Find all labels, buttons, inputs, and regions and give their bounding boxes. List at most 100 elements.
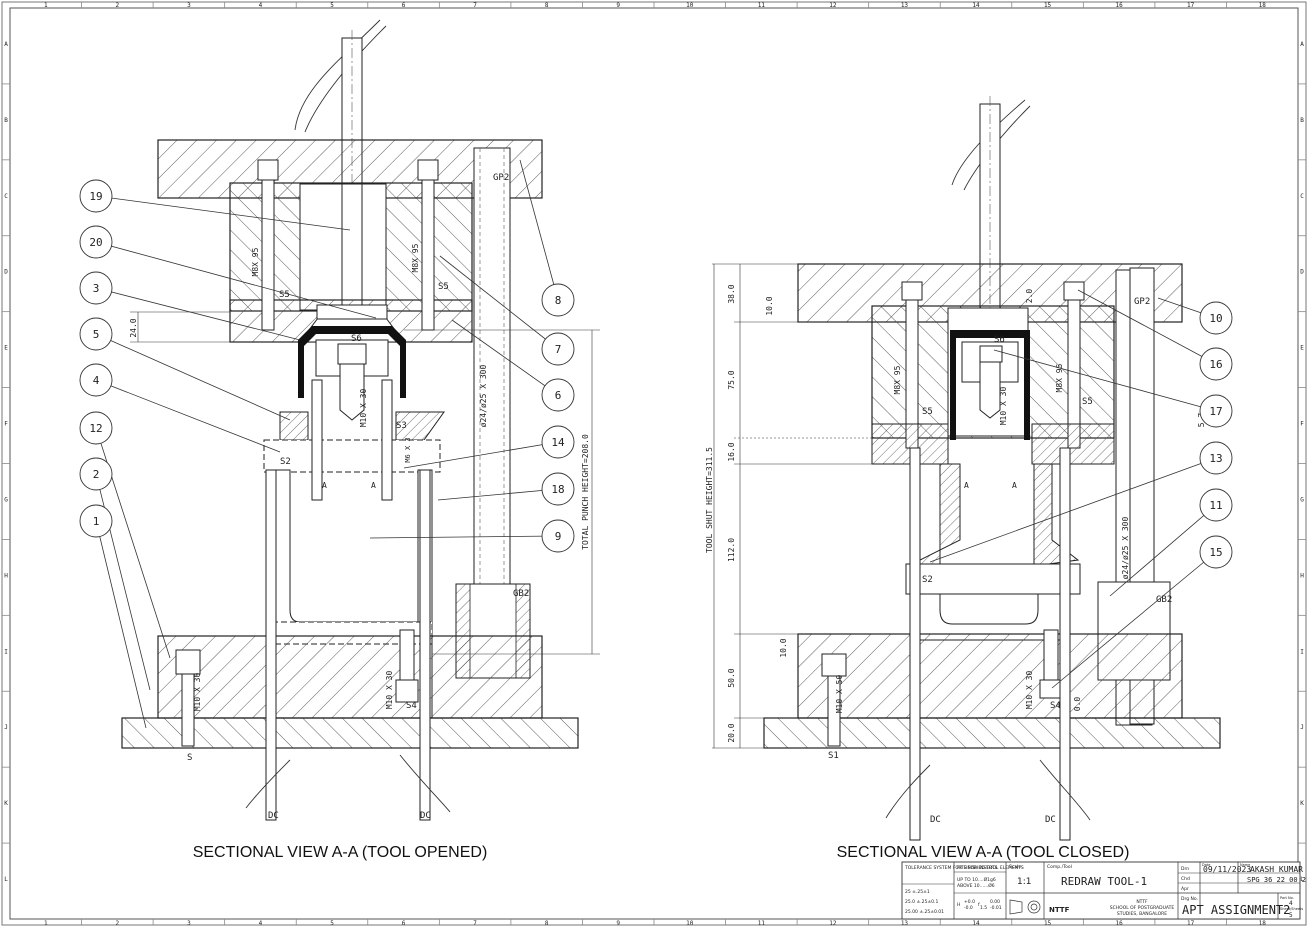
frame-column-label: 3 xyxy=(187,920,191,927)
item-balloon: 3 xyxy=(79,271,301,341)
apr-label: Apr xyxy=(1181,886,1189,892)
frame-row-label: D xyxy=(4,269,8,276)
section-a-label: A xyxy=(964,481,969,490)
frame-row-label: I xyxy=(4,648,8,655)
item-balloon-number: 9 xyxy=(555,530,562,543)
dimension-value: 10.0 xyxy=(779,638,788,657)
item-balloon-number: 18 xyxy=(551,483,564,496)
item-balloon: 10 xyxy=(1157,297,1233,335)
frame-column-label: 11 xyxy=(758,2,766,9)
s2-label: S2 xyxy=(280,457,291,467)
tool-shut-height-label: TOOL SHUT HEIGHT=311.5 xyxy=(705,447,714,553)
frame-column-label: 7 xyxy=(473,2,477,9)
item-balloon: 16 xyxy=(1077,289,1233,381)
item-balloon: 20 xyxy=(79,225,377,319)
dimension-value: 10.0 xyxy=(765,296,774,315)
fits-table-cell: f xyxy=(978,902,980,908)
item-balloon-number: 19 xyxy=(89,190,102,203)
projection-symbol-icon xyxy=(1009,899,1041,915)
tolerance-row: 25.0 ±.25±0.1 xyxy=(905,899,938,905)
right-view: TOOL SHUT HEIGHT=311.5 38.010.075.016.01… xyxy=(705,96,1233,861)
fits-title: FITS FOR INSERTS xyxy=(957,865,998,871)
item-balloon-number: 8 xyxy=(555,294,562,307)
frame-column-label: 13 xyxy=(901,920,909,927)
fits-row: ABOVE 10......Ø6 xyxy=(957,882,995,889)
screw-spec-label: M10 X 30 xyxy=(385,671,394,710)
part-no-label: Part No. xyxy=(1280,896,1294,900)
frame-row-label: L xyxy=(4,876,8,883)
frame-column-label: 6 xyxy=(402,2,406,9)
frame-column-label: 10 xyxy=(686,2,694,9)
frame-column-label: 8 xyxy=(545,920,549,927)
gp2-label: GP2 xyxy=(493,173,509,183)
right-view-caption: SECTIONAL VIEW A-A (TOOL CLOSED) xyxy=(837,844,1130,861)
section-a-label: A xyxy=(1012,481,1017,490)
frame-column-label: 15 xyxy=(1044,2,1052,9)
item-balloon-number: 6 xyxy=(555,389,562,402)
total-punch-height-label: TOTAL PUNCH HEIGHT=208.0 xyxy=(581,434,590,550)
dc-label: DC xyxy=(930,815,941,825)
part-no-value: 4 xyxy=(1289,900,1293,907)
dc-label: DC xyxy=(420,811,431,821)
fits-row: UP TO 10....Ø1g6 xyxy=(957,876,996,883)
s6-label: S6 xyxy=(351,334,362,344)
frame-row-label: E xyxy=(4,345,8,352)
fits-table-cell: 0.00 xyxy=(990,899,1000,905)
dimension-value: 112.0 xyxy=(727,538,736,562)
frame-column-label: 17 xyxy=(1187,2,1195,9)
item-balloon-number: 10 xyxy=(1209,312,1222,325)
s2-label: S2 xyxy=(922,575,933,585)
screw-spec-label: M10 X 30 xyxy=(1025,671,1034,710)
gb2-label: GB2 xyxy=(1156,595,1172,605)
section-a-label: A xyxy=(322,481,327,490)
frame-row-label: I xyxy=(1300,648,1304,655)
tolerance-row: 25 ±.25±1 xyxy=(905,889,930,895)
frame-column-label: 6 xyxy=(402,920,406,927)
screw-spec-label: M10 X 30 xyxy=(999,387,1008,426)
screw-spec-label: M10 X 30 xyxy=(359,389,368,428)
item-balloon-number: 4 xyxy=(93,374,100,387)
frame-column-label: 4 xyxy=(259,920,263,927)
scale-value: 1:1 xyxy=(1017,877,1031,887)
date-label: Date xyxy=(1202,863,1210,867)
frame-column-label: 9 xyxy=(616,920,620,927)
screw-spec-label: M8X 95 xyxy=(1055,363,1064,392)
org-line: SCHOOL OF POSTGRADUATE xyxy=(1110,905,1175,911)
s3-label: S3 xyxy=(396,421,407,431)
item-balloon: 5 xyxy=(79,317,291,421)
frame-row-label: H xyxy=(4,572,8,579)
item-balloon-number: 3 xyxy=(93,282,100,295)
frame-column-label: 16 xyxy=(1115,2,1123,9)
item-balloon: 11 xyxy=(1109,488,1233,597)
frame-column-label: 9 xyxy=(616,2,620,9)
frame-row-label: C xyxy=(4,193,8,200)
frame-row-label: K xyxy=(4,800,8,807)
s1-label: S xyxy=(187,753,192,763)
gp2-label: GP2 xyxy=(1134,297,1150,307)
item-balloon: 14 xyxy=(403,425,575,469)
frame-column-label: 1 xyxy=(44,920,48,927)
dc-label: DC xyxy=(1045,815,1056,825)
frame-column-label: 12 xyxy=(829,2,837,9)
tolerance-title: TOLERANCE SYSTEM FOR FINISHED TOOL ELEME… xyxy=(904,865,1024,871)
frame-row-label: J xyxy=(1300,724,1304,731)
section-a-label: A xyxy=(371,481,376,490)
item-balloon: 6 xyxy=(451,319,575,412)
dimension-value: 50.0 xyxy=(727,668,736,687)
frame-column-label: 11 xyxy=(758,920,766,927)
frame-row-label: F xyxy=(1300,421,1304,428)
org-logo: NTTF xyxy=(1049,906,1070,914)
guide-pillar-spec-label: ø24/ø25 X 300 xyxy=(479,365,488,428)
s5-label: S5 xyxy=(1082,397,1093,407)
frame-row-label: G xyxy=(4,496,8,503)
dim-24: 24.0 xyxy=(129,318,138,337)
screw-spec-label: M8X 95 xyxy=(411,243,420,272)
frame-column-label: 5 xyxy=(330,920,334,927)
frame-row-label: J xyxy=(4,724,8,731)
fits-table-cell: 1.5 xyxy=(980,905,987,911)
comp-value: REDRAW TOOL-1 xyxy=(1061,875,1147,888)
drn-label: Drn xyxy=(1181,866,1189,872)
frame-column-label: 7 xyxy=(473,920,477,927)
frame-row-label: L xyxy=(1300,876,1304,883)
